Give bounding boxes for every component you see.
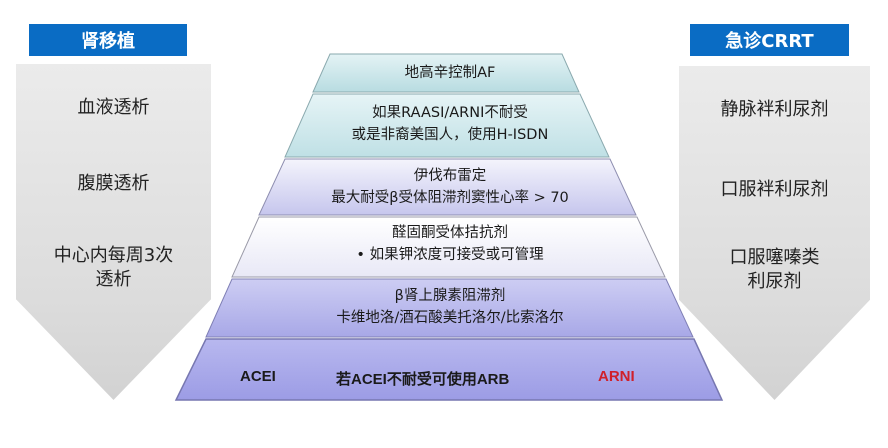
pyramid-layer-mra	[231, 216, 666, 278]
left-header-kidney-transplant: 肾移植	[29, 24, 187, 56]
base-arni: ARNI	[598, 368, 635, 385]
pyramid-layer-beta-blocker	[205, 278, 694, 338]
left-item-hemodialysis: 血液透析	[77, 97, 150, 118]
pyramid-layer-h-isdn	[284, 93, 610, 158]
right-item-thiazide-line2: 利尿剂	[747, 271, 802, 292]
layer-mra-line1: 醛固酮受体拮抗剂	[392, 225, 508, 241]
right-item-iv-loop-diuretic: 静脉袢利尿剂	[720, 99, 829, 120]
right-header-emergency-crrt: 急诊CRRT	[690, 24, 849, 56]
layer-ivabradine-line2: 最大耐受β受体阻滞剂窦性心率 > 70	[331, 190, 569, 206]
pyramid-layer-digoxin	[312, 53, 580, 93]
base-arb-note: 若ACEI不耐受可使用ARB	[336, 371, 510, 388]
layer-h-isdn-line1: 如果RAASI/ARNI不耐受	[372, 105, 528, 121]
right-item-thiazide-line1: 口服噻嗪类	[729, 247, 820, 268]
right-item-oral-loop-diuretic: 口服袢利尿剂	[720, 179, 829, 200]
base-acei: ACEI	[240, 368, 276, 385]
layer-mra-line2: • 如果钾浓度可接受或可管理	[356, 247, 544, 263]
left-item-in-center-line2: 透析	[95, 269, 132, 290]
layer-beta-blocker-line1: β肾上腺素阻滞剂	[394, 288, 506, 304]
left-item-peritoneal-dialysis: 腹膜透析	[77, 173, 150, 194]
pyramid-layer-acei-arb-arni	[174, 338, 724, 401]
layer-ivabradine-text: 伊伐布雷定 最大耐受β受体阻滞剂窦性心率 > 70	[170, 165, 730, 209]
layer-h-isdn-line2: 或是非裔美国人，使用H-ISDN	[351, 127, 549, 143]
left-item-in-center-line1: 中心内每周3次	[53, 245, 174, 266]
layer-beta-blocker-text: β肾上腺素阻滞剂 卡维地洛/酒石酸美托洛尔/比索洛尔	[170, 285, 730, 329]
pyramid-layer-ivabradine	[258, 158, 637, 216]
layer-ivabradine-line1: 伊伐布雷定	[413, 168, 487, 184]
right-item-oral-thiazide: 口服噻嗪类 利尿剂	[679, 246, 870, 294]
layer-beta-blocker-line2: 卡维地洛/酒石酸美托洛尔/比索洛尔	[336, 310, 564, 326]
layer-base-text: ACEI 若ACEI不耐受可使用ARB ARNI	[0, 368, 888, 390]
layer-digoxin-text: 地高辛控制AF	[404, 65, 496, 81]
layer-h-isdn-text: 如果RAASI/ARNI不耐受 或是非裔美国人，使用H-ISDN	[170, 102, 730, 146]
layer-mra-text: 醛固酮受体拮抗剂 • 如果钾浓度可接受或可管理	[170, 222, 730, 266]
left-item-in-center-dialysis: 中心内每周3次 透析	[16, 244, 211, 292]
